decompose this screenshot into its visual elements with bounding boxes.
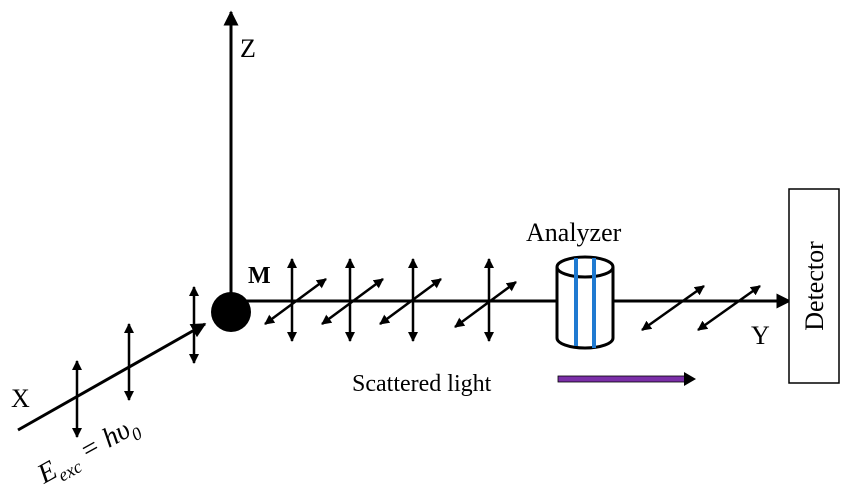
molecule-label: M: [248, 263, 271, 289]
analyzer: [555, 255, 615, 350]
y-axis-label: Y: [751, 321, 770, 350]
scattered-diagonal-arrow: [697, 284, 761, 332]
scattered-diagonal-polarization: [264, 277, 761, 332]
scattered-light-arrow: [557, 372, 696, 386]
incident-polarization-arrows: [72, 286, 199, 438]
scattered-diagonal-arrow: [641, 284, 705, 332]
scattered-diagonal-arrow: [454, 280, 517, 329]
molecule-dot: [211, 292, 251, 332]
scattered-diagonal-arrow: [321, 277, 384, 326]
detector-box: [788, 188, 840, 384]
analyzer-body: [555, 267, 615, 350]
scattered-light-label: Scattered light: [352, 371, 492, 397]
x-axis-label: X: [11, 384, 30, 413]
analyzer-label: Analyzer: [526, 218, 622, 247]
analyzer-top: [555, 255, 615, 279]
scattered-diagonal-arrow: [264, 277, 327, 326]
x-axis: [17, 322, 207, 432]
detector-label: Detector: [800, 241, 829, 331]
excitation-energy-label: Eexc = hυ0: [31, 410, 145, 493]
z-axis-label: Z: [240, 34, 256, 63]
scattered-diagonal-arrow: [379, 277, 442, 326]
svg-text:Eexc = hυ0: Eexc = hυ0: [31, 410, 145, 493]
